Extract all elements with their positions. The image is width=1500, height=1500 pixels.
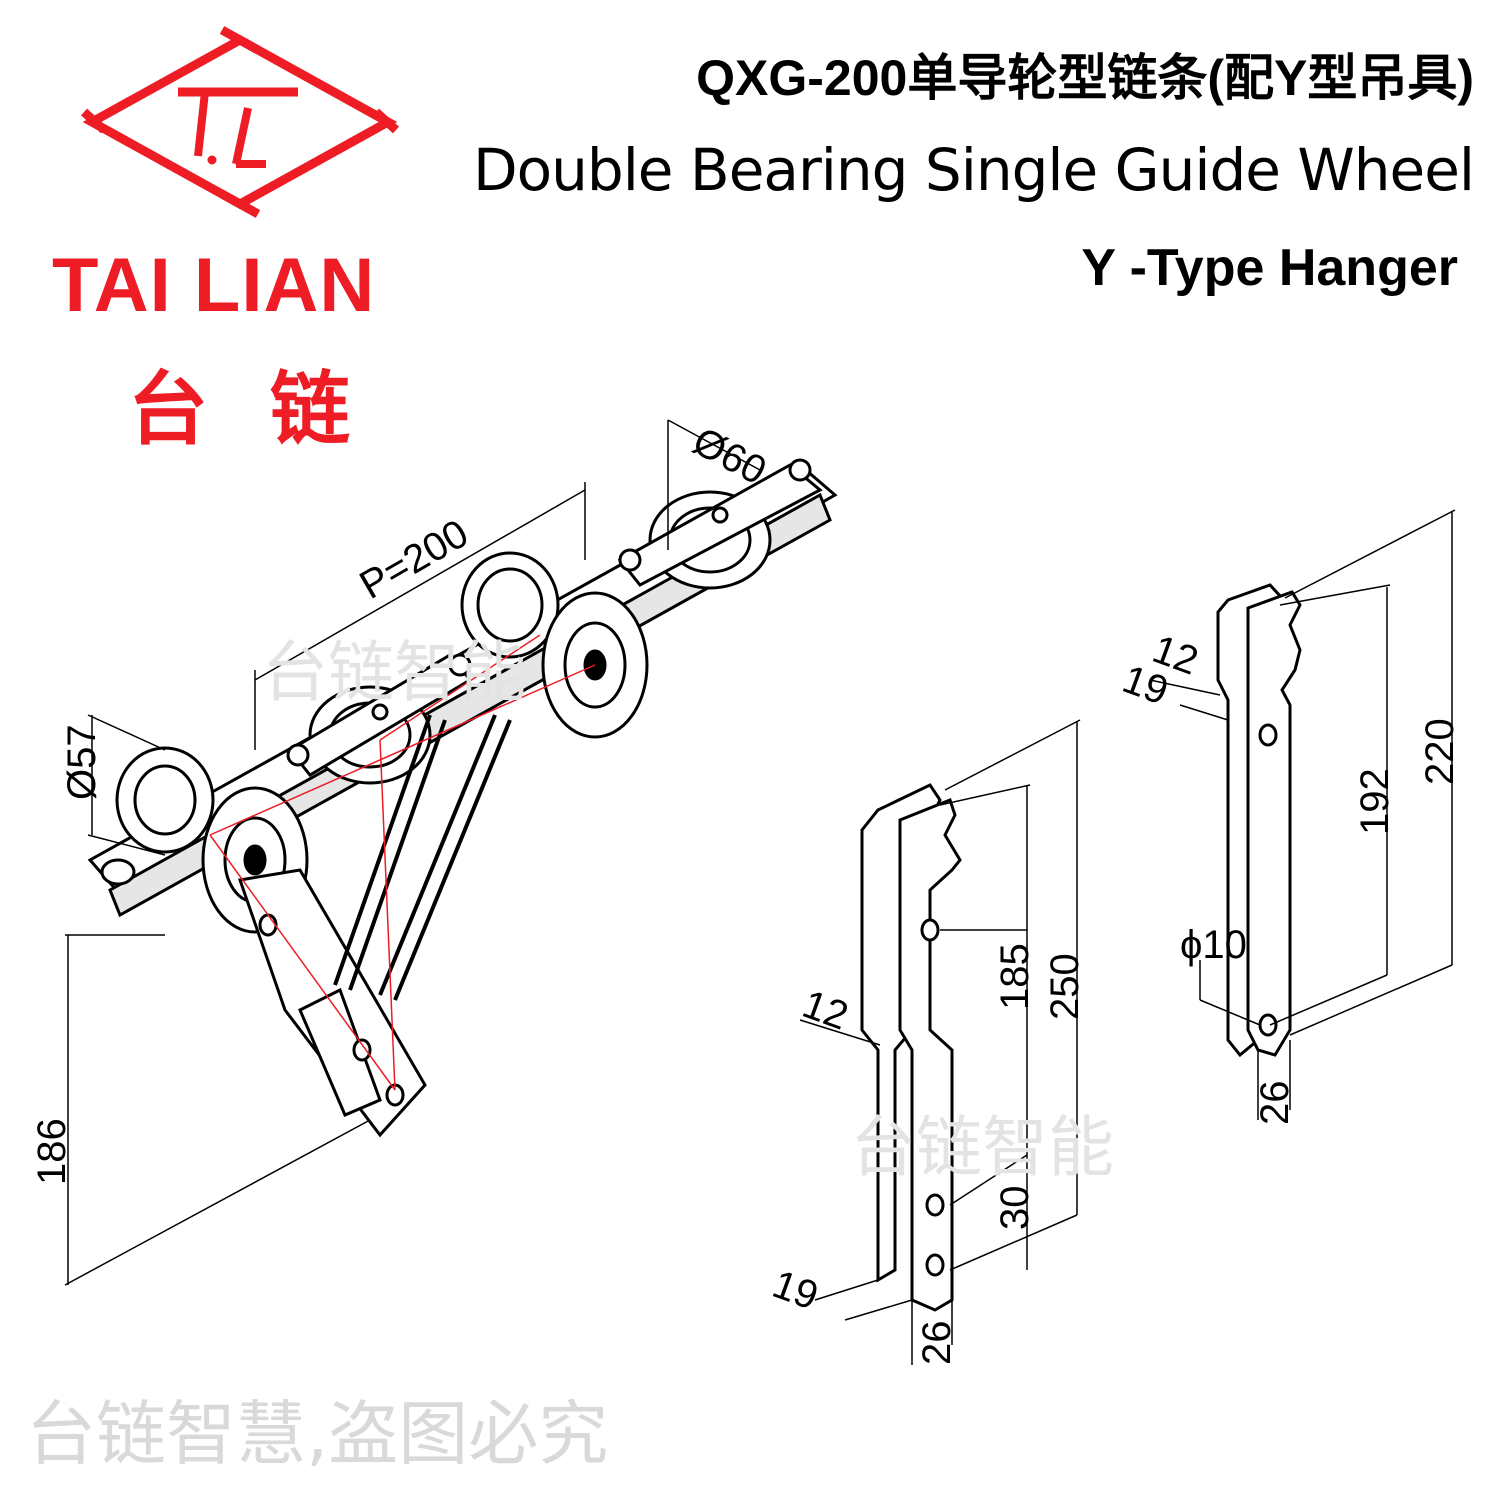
- watermark-small: 台链智能: [850, 1109, 1114, 1186]
- chain-dimension-lines: [64, 419, 761, 1286]
- title-chinese: QXG-200单导轮型链条(配Y型吊具): [696, 50, 1474, 106]
- dim-long-hole-height: 185: [993, 943, 1037, 1010]
- dim-long-hole-spacing: 30: [993, 1186, 1037, 1231]
- watermark-bottom: 台链智慧,盗图必究: [26, 1393, 609, 1475]
- dim-long-slot: 12: [797, 982, 854, 1039]
- hanger-short-drawing: [1216, 583, 1302, 1058]
- dim-short-total-length: 220: [1418, 718, 1462, 785]
- dim-long-thickness: 19: [767, 1262, 824, 1319]
- dim-pitch: P=200: [353, 511, 476, 607]
- dim-short-hole-dia: ϕ10: [1180, 923, 1247, 967]
- logo-mark: [80, 26, 400, 218]
- brand-name-english: TAI LIAN: [52, 243, 376, 328]
- wheel-small: [115, 746, 215, 854]
- hanger-long-dimension-lines: [799, 719, 1081, 1365]
- dim-short-width: 26: [1253, 1081, 1297, 1126]
- dim-long-width: 26: [915, 1321, 959, 1366]
- watermark-small: 台链智能: [262, 634, 526, 711]
- title-english-line1: Double Bearing Single Guide Wheel: [472, 136, 1475, 204]
- title-english-line2: Y -Type Hanger: [1081, 239, 1458, 297]
- brand-name-chinese-1: 台: [128, 365, 208, 454]
- hanger-short-dimension-lines: [1149, 509, 1456, 1120]
- dim-long-total-length: 250: [1043, 953, 1087, 1020]
- chain-link-bar-front: [617, 463, 823, 587]
- dim-short-hole-height: 192: [1353, 768, 1397, 835]
- dim-chain-height: 186: [30, 1118, 74, 1185]
- wheel-large: [460, 551, 560, 659]
- brand-name-chinese-2: 链: [270, 365, 350, 454]
- dim-small-wheel-dia: Ø57: [60, 724, 104, 800]
- chain-assembly-drawing: [87, 458, 838, 1138]
- hanger-long-drawing: [860, 783, 962, 1312]
